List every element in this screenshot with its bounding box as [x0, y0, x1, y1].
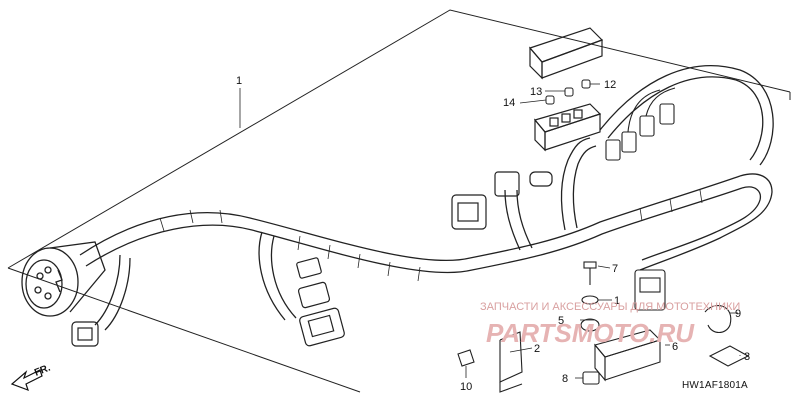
watermark-tagline: ЗАПЧАСТИ И АКСЕССУАРЫ ДЛЯ МОТОТЕХНИКИ — [480, 301, 740, 313]
main-harness-trunk — [79, 65, 774, 331]
watermark-site: PARTSMOTO.RU — [486, 318, 695, 348]
callout-3: 3 — [744, 351, 750, 363]
callout-8: 8 — [562, 373, 568, 385]
callout-1b: 1 — [614, 295, 620, 307]
callout-2: 2 — [534, 343, 540, 355]
callout-10: 10 — [460, 381, 472, 393]
branch-connectors-left — [296, 257, 345, 347]
leader-lines — [239, 83, 741, 379]
direction-label: FR. — [33, 362, 52, 378]
round-meter-connector — [21, 241, 106, 317]
callout-14: 14 — [503, 97, 515, 109]
callout-6: 6 — [672, 341, 678, 353]
tube-corrugation — [159, 189, 703, 282]
callout-5: 5 — [558, 315, 564, 327]
fuses — [545, 79, 591, 105]
callout-13: 13 — [530, 86, 542, 98]
callout-7: 7 — [612, 263, 618, 275]
callout-1: 1 — [236, 75, 242, 87]
small-plug-connector — [71, 321, 99, 347]
frame-box — [7, 9, 791, 393]
fuse-box-cover — [528, 27, 604, 80]
callout-12: 12 — [604, 79, 616, 91]
branch-connectors-center — [451, 171, 553, 230]
small-parts — [457, 261, 750, 393]
fuse-box — [533, 103, 602, 152]
front-direction-arrow-icon — [10, 369, 43, 392]
diagram-code: HW1AF1801A — [682, 380, 748, 391]
callout-9: 9 — [735, 308, 741, 320]
relay-connectors — [605, 87, 676, 161]
